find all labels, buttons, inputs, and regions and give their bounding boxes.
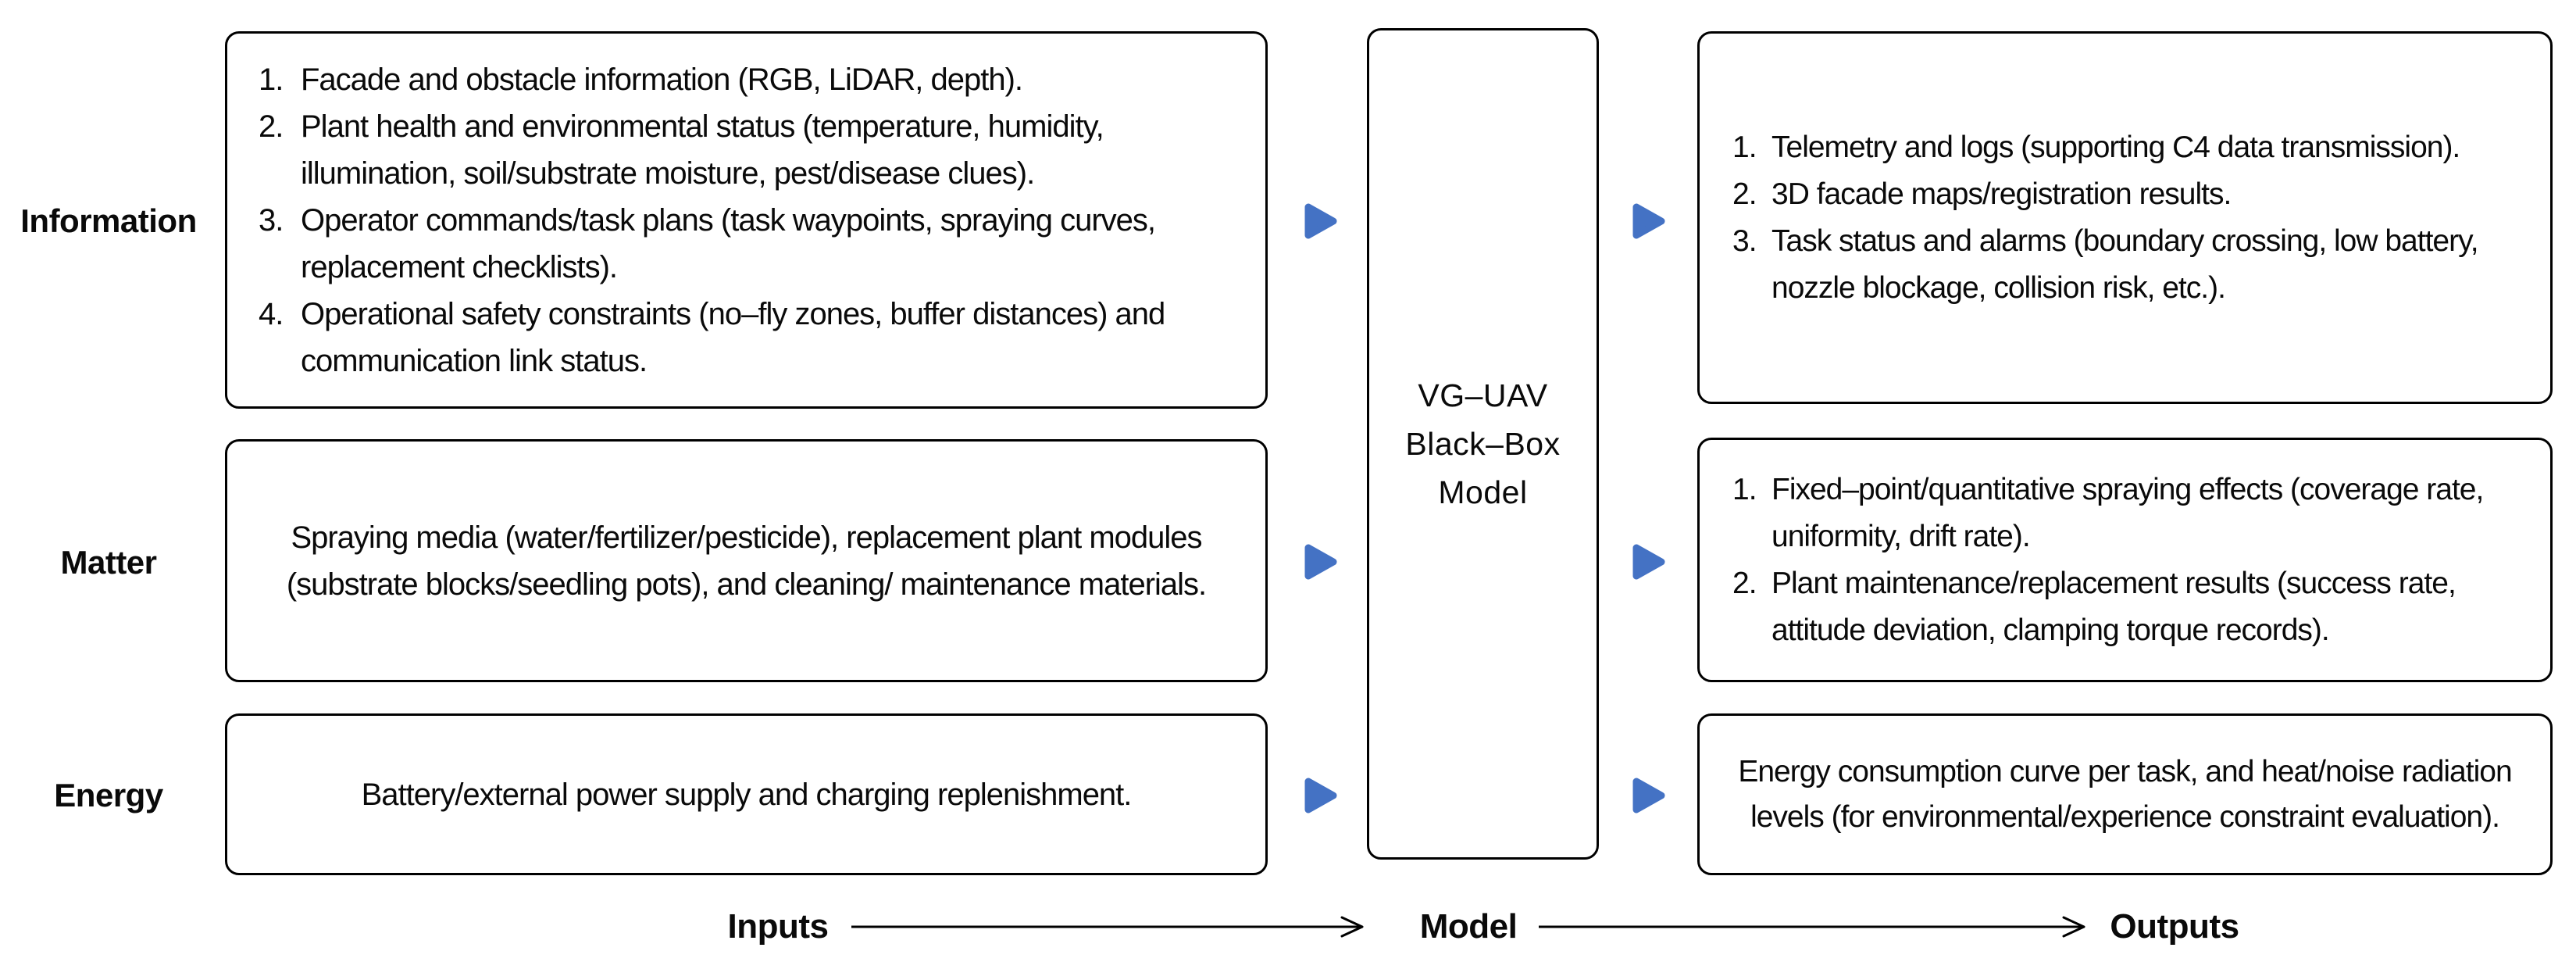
- row-label-matter: Matter: [60, 544, 157, 581]
- input-box-energy: Battery/external power supply and chargi…: [225, 713, 1268, 875]
- row-label-energy: Energy: [54, 777, 163, 813]
- legend-model-label: Model: [1419, 907, 1518, 946]
- flow-arrow-icon: [1632, 203, 1665, 239]
- list-item: 2. Plant health and environmental status…: [259, 103, 1253, 197]
- list-item-number: 2.: [1732, 566, 1757, 600]
- model-box-line: VG–UAV: [1418, 377, 1548, 413]
- list-item-number: 2.: [1732, 177, 1757, 211]
- box-text: Energy consumption curve per task, and h…: [1738, 754, 2512, 834]
- flow-arrow-icon: [1632, 544, 1665, 580]
- box-text: Spraying media (water/fertilizer/pestici…: [286, 520, 1207, 602]
- list-item: 1. Telemetry and logs (supporting C4 dat…: [1732, 124, 2544, 171]
- list-item-number: 3.: [1732, 223, 1757, 258]
- list-item: 1. Fixed–point/quantitative spraying eff…: [1732, 467, 2544, 560]
- list-item-text: Operational safety constraints (no–fly z…: [301, 296, 1165, 378]
- list-item: 3. Operator commands/task plans (task wa…: [259, 197, 1253, 291]
- output-box-information: 1. Telemetry and logs (supporting C4 dat…: [1697, 31, 2553, 404]
- flow-arrow-icon: [1304, 778, 1337, 813]
- list-item-text: Plant maintenance/replacement results (s…: [1771, 566, 2456, 647]
- input-box-information: 1. Facade and obstacle information (RGB,…: [225, 31, 1268, 409]
- list-item-number: 2.: [259, 109, 284, 144]
- list-item-number: 1.: [259, 62, 284, 97]
- box-text: Battery/external power supply and chargi…: [361, 777, 1133, 812]
- output-box-energy: Energy consumption curve per task, and h…: [1697, 713, 2553, 875]
- legend-outputs-label: Outputs: [2110, 907, 2239, 946]
- model-box: VG–UAV Black–Box Model: [1367, 28, 1599, 860]
- model-box-line: Model: [1438, 474, 1528, 510]
- input-box-matter: Spraying media (water/fertilizer/pestici…: [225, 439, 1268, 682]
- list-item: 2. 3D facade maps/registration results.: [1732, 171, 2544, 218]
- model-box-line: Black–Box: [1405, 426, 1561, 462]
- list-item-number: 3.: [259, 202, 284, 238]
- list-item-text: Task status and alarms (boundary crossin…: [1771, 223, 2479, 305]
- model-to-outputs-arrow-icon: [1539, 916, 2085, 938]
- list-item-number: 4.: [259, 296, 284, 331]
- list-item: 1. Facade and obstacle information (RGB,…: [259, 56, 1253, 103]
- list-item: 4. Operational safety constraints (no–fl…: [259, 291, 1253, 384]
- list-item-text: Facade and obstacle information (RGB, Li…: [301, 62, 1023, 97]
- list-item-text: 3D facade maps/registration results.: [1771, 177, 2232, 211]
- row-label-information: Information: [20, 202, 197, 239]
- flow-arrow-icon: [1632, 778, 1665, 813]
- output-box-matter: 1. Fixed–point/quantitative spraying eff…: [1697, 438, 2553, 682]
- list-item-number: 1.: [1732, 130, 1757, 164]
- list-item-text: Fixed–point/quantitative spraying effect…: [1771, 472, 2484, 553]
- list-item: 3. Task status and alarms (boundary cros…: [1732, 218, 2544, 312]
- inputs-to-model-arrow-icon: [851, 916, 1364, 938]
- list-item-text: Operator commands/task plans (task waypo…: [301, 202, 1156, 284]
- list-item-number: 1.: [1732, 472, 1757, 506]
- flow-arrow-icon: [1304, 203, 1337, 239]
- list-item-text: Telemetry and logs (supporting C4 data t…: [1771, 130, 2460, 164]
- flow-arrow-icon: [1304, 544, 1337, 580]
- list-item: 2. Plant maintenance/replacement results…: [1732, 560, 2544, 654]
- list-item-text: Plant health and environmental status (t…: [301, 109, 1104, 191]
- legend-inputs-label: Inputs: [727, 907, 829, 946]
